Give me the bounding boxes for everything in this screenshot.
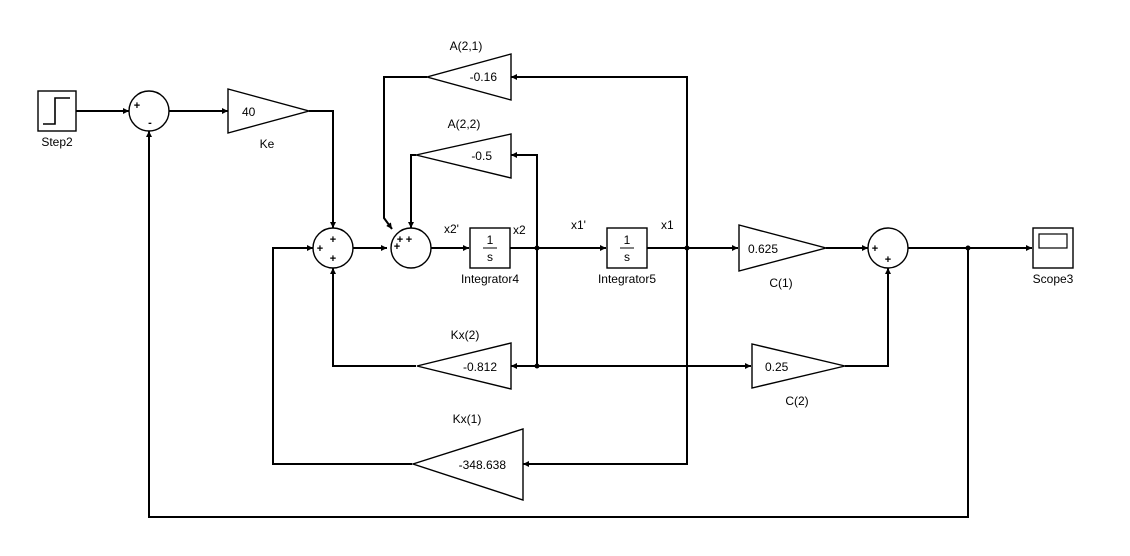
sum-block-3-sign-left: + — [394, 241, 400, 253]
integrator-5-numerator: 1 — [624, 233, 631, 247]
gain-a21[interactable]: -0.16 A(2,1) — [424, 39, 512, 101]
sum-block-1-sign-bottom: - — [148, 117, 152, 129]
sum-block-3[interactable]: + + + — [390, 227, 432, 269]
branch-point-x2-lower — [534, 363, 540, 369]
sum-block-3-body[interactable] — [390, 227, 432, 269]
gain-a21-value: -0.16 — [470, 70, 498, 84]
sum-block-2-sign-bottom: + — [330, 253, 336, 265]
gain-kx1-label: Kx(1) — [453, 412, 482, 426]
signal-label-x1: x1 — [661, 218, 674, 232]
branch-point-output — [965, 245, 971, 251]
integrator-4-denominator: s — [487, 250, 493, 264]
signal-wires — [76, 74, 1032, 518]
sum-block-1-body[interactable] — [128, 90, 170, 132]
integrator-4[interactable]: 1 s Integrator4 — [461, 227, 519, 286]
gain-c2-label: C(2) — [785, 394, 808, 408]
signal-label-x2: x2 — [513, 223, 526, 237]
gain-a22-label: A(2,2) — [448, 117, 481, 131]
gain-ke-label: Ke — [260, 137, 275, 151]
gain-kx1[interactable]: -348.638 Kx(1) — [410, 412, 524, 501]
integrator-4-label: Integrator4 — [461, 272, 519, 286]
gain-a21-label: A(2,1) — [450, 39, 483, 53]
gain-kx2-label: Kx(2) — [451, 328, 480, 342]
wire-x1-to-a21 — [511, 74, 688, 248]
sum-block-3-sign-top: + — [406, 234, 412, 246]
sum-block-4-sign-bottom: + — [885, 254, 891, 266]
gain-ke-value: 40 — [242, 105, 256, 119]
step-label: Step2 — [41, 135, 73, 149]
step-block-body[interactable] — [37, 90, 77, 132]
sum-block-2-sign-top: + — [330, 234, 336, 246]
gain-kx2-value: -0.812 — [463, 360, 497, 374]
gain-a22[interactable]: -0.5 A(2,2) — [415, 117, 512, 179]
integrator-4-numerator: 1 — [487, 233, 494, 247]
gain-c1[interactable]: 0.625 C(1) — [738, 224, 829, 290]
scope-block[interactable]: Scope3 — [1032, 227, 1074, 286]
wire-x1-to-kx1 — [523, 248, 688, 467]
wire-x2-to-a22 — [511, 152, 538, 248]
gain-a22-value: -0.5 — [471, 149, 492, 163]
sum-block-2-body[interactable] — [312, 227, 354, 269]
signal-label-x1-prime: x1' — [571, 218, 586, 232]
branch-point-x1 — [684, 245, 690, 251]
wire-output-feedback — [146, 131, 969, 518]
sum-block-2[interactable]: + + + — [312, 227, 354, 269]
integrator-5-denominator: s — [624, 250, 630, 264]
signal-label-x2-prime: x2' — [444, 222, 459, 236]
gain-c1-label: C(1) — [769, 276, 792, 290]
gain-c2[interactable]: 0.25 C(2) — [751, 343, 846, 408]
wire-x2-to-kx2 — [511, 248, 538, 369]
branch-point-x2 — [534, 245, 540, 251]
wire-a22-to-sum3 — [408, 154, 416, 228]
gain-a21-body[interactable] — [424, 53, 512, 101]
gain-c2-value: 0.25 — [765, 360, 789, 374]
gain-c1-body[interactable] — [738, 224, 829, 272]
gain-ke-body[interactable] — [227, 88, 312, 134]
wire-c2-to-sum4 — [845, 268, 891, 367]
integrator-5-label: Integrator5 — [598, 272, 656, 286]
gain-c2-body[interactable] — [751, 343, 846, 389]
gain-kx2[interactable]: -0.812 Kx(2) — [416, 328, 512, 390]
gain-ke[interactable]: 40 Ke — [227, 88, 312, 151]
wire-ke-to-sum2 — [309, 110, 336, 228]
gain-kx2-body[interactable] — [416, 342, 512, 390]
step-block[interactable]: Step2 — [37, 90, 77, 149]
sum-block-4-sign-left: + — [872, 243, 878, 255]
scope-screen-icon — [1038, 233, 1068, 249]
signal-labels: x2' x2 x1' x1 — [444, 218, 674, 237]
gain-kx1-value: -348.638 — [459, 458, 507, 472]
gain-c1-value: 0.625 — [748, 242, 778, 256]
sum-block-4-body[interactable] — [867, 227, 909, 269]
wire-kx1-to-sum2 — [272, 245, 412, 465]
sum-block-2-sign-left: + — [317, 243, 323, 255]
gain-a22-body[interactable] — [415, 133, 512, 179]
sum-block-1[interactable]: + - — [128, 90, 170, 132]
wire-a21-to-sum3 — [383, 76, 427, 230]
scope-label: Scope3 — [1033, 272, 1074, 286]
step-icon — [43, 97, 70, 125]
sum-block-3-sign-topleft: + — [397, 234, 403, 246]
gain-kx1-body[interactable] — [410, 428, 524, 501]
sum-block-1-sign-left: + — [134, 100, 140, 112]
integrator-5[interactable]: 1 s Integrator5 — [598, 227, 656, 286]
sum-block-4[interactable]: + + — [867, 227, 909, 269]
wire-kx2-to-sum2 — [330, 268, 416, 367]
